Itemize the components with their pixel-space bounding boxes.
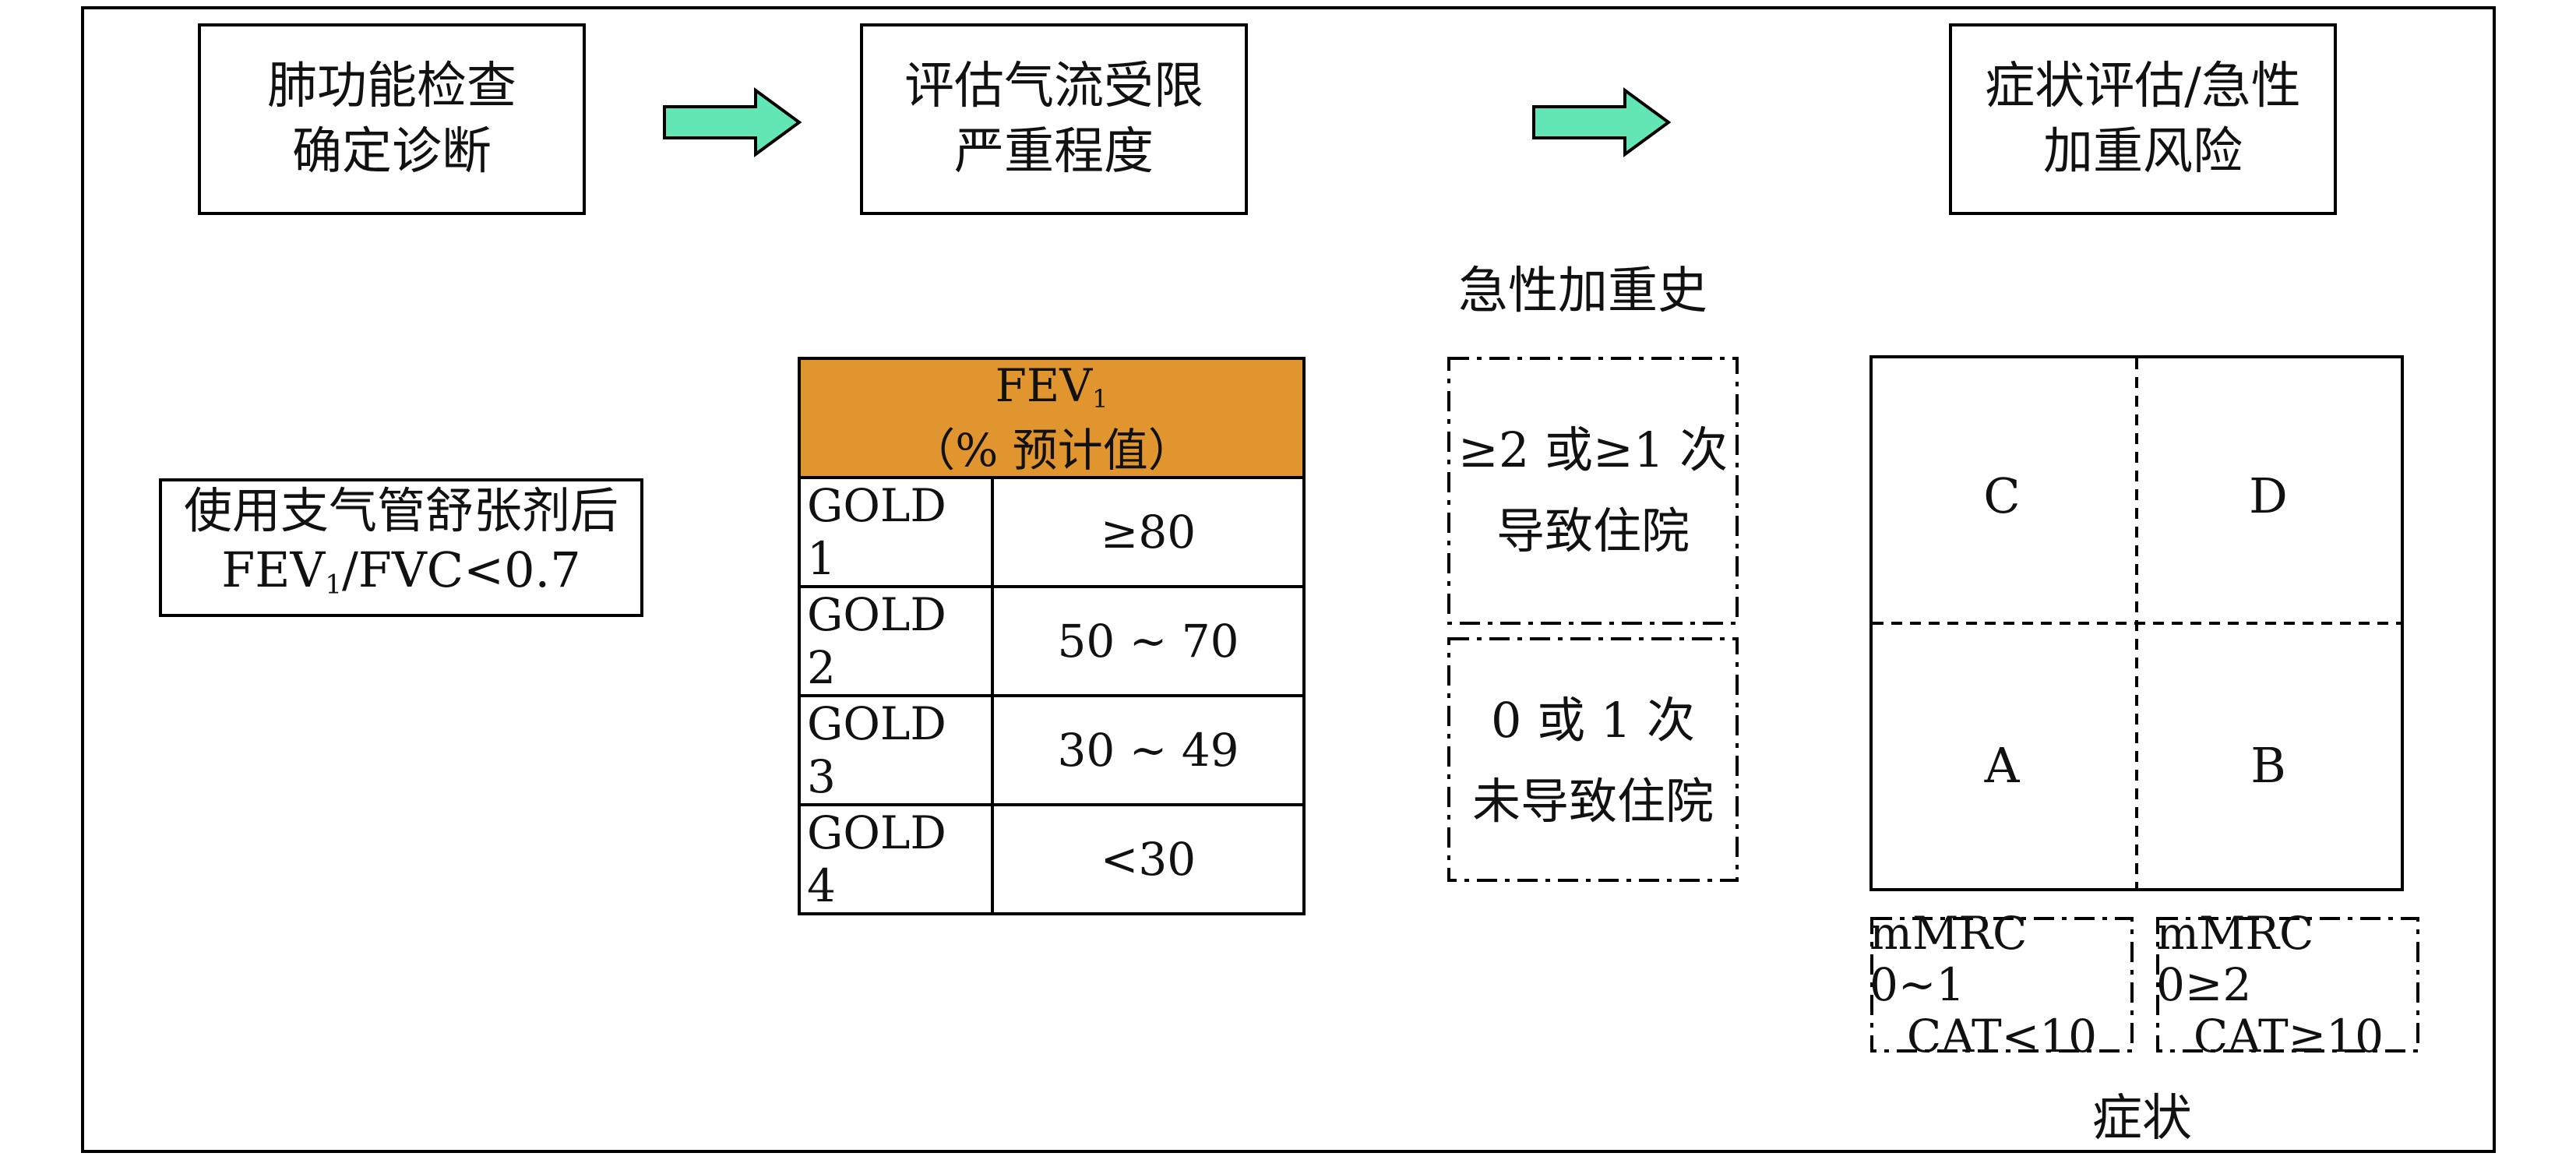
symptom-low: mMRC 0~1 CAT<10 bbox=[1869, 908, 2134, 1062]
table-row: GOLD 4 <30 bbox=[798, 802, 1306, 915]
quadrant-d: D bbox=[2249, 467, 2288, 524]
gold-label: GOLD 1 bbox=[798, 475, 994, 588]
diagnosis-line2: FEV1/FVC<0.7 bbox=[221, 541, 580, 615]
symptom-high-cat: CAT≥10 bbox=[2193, 1010, 2384, 1063]
table-header-row: FEV1 （% 预计值） bbox=[798, 357, 1306, 479]
step-airflow-line1: 评估气流受限 bbox=[904, 58, 1203, 115]
symptom-low-cat: CAT<10 bbox=[1906, 1010, 2098, 1063]
gold-label: GOLD 4 bbox=[798, 802, 994, 915]
gold-value: ≥80 bbox=[991, 475, 1306, 588]
step-symptom-risk-line1: 症状评估/急性 bbox=[1985, 58, 2301, 115]
diagnosis-line1: 使用支气管舒张剂后 bbox=[183, 481, 618, 539]
table-row: GOLD 3 30 ~ 49 bbox=[798, 693, 1306, 806]
exacerbation-history-title: 急性加重史 bbox=[1458, 263, 1707, 320]
table-header-fev: FEV1 bbox=[995, 359, 1108, 414]
table-row: GOLD 2 50 ~ 70 bbox=[798, 584, 1306, 697]
quadrant-b: B bbox=[2250, 737, 2286, 794]
table-header-cell: FEV1 （% 预计值） bbox=[798, 357, 1306, 479]
step-spirometry-line2: 确定诊断 bbox=[292, 123, 492, 181]
gold-label: GOLD 3 bbox=[798, 693, 994, 806]
symptom-low-mmrc: mMRC 0~1 bbox=[1869, 907, 2028, 1011]
diagram-frame bbox=[81, 6, 2496, 1153]
symptom-high: mMRC 0≥2 CAT≥10 bbox=[2156, 908, 2421, 1062]
exacerbation-high-line2: 导致住院 bbox=[1496, 502, 1690, 559]
diagnosis-ratio: /FVC<0.7 bbox=[342, 541, 581, 598]
gold-value: 50 ~ 70 bbox=[991, 584, 1306, 697]
exacerbation-boxes bbox=[1447, 357, 1739, 882]
exacerbation-low-line2: 未导致住院 bbox=[1471, 773, 1714, 830]
gold-value: <30 bbox=[991, 802, 1306, 915]
diagnosis-fev: FEV bbox=[221, 541, 326, 598]
quadrant-c: C bbox=[1983, 467, 2021, 524]
exacerbation-high-risk: ≥2 或≥1 次 导致住院 bbox=[1446, 355, 1740, 626]
gold-value: 30 ~ 49 bbox=[991, 693, 1306, 806]
right-arrow-icon bbox=[663, 87, 802, 157]
symptoms-title: 症状 bbox=[2092, 1090, 2192, 1148]
right-arrow-icon bbox=[1532, 87, 1672, 157]
exacerbation-low-risk: 0 或 1 次 未导致住院 bbox=[1446, 639, 1740, 883]
step-airflow-line2: 严重程度 bbox=[954, 123, 1154, 181]
diagnosis-criteria-box: 使用支气管舒张剂后 FEV1/FVC<0.7 bbox=[159, 478, 643, 617]
gold-grade-table: FEV1 （% 预计值） GOLD 1 ≥80 GOLD 2 50 ~ 70 G… bbox=[798, 357, 1306, 915]
step-spirometry-line1: 肺功能检查 bbox=[267, 58, 516, 115]
exacerbation-high-line1: ≥2 或≥1 次 bbox=[1457, 421, 1728, 478]
step-symptom-risk-line2: 加重风险 bbox=[2043, 123, 2243, 181]
gold-label: GOLD 2 bbox=[798, 584, 994, 697]
step-airflow-box: 评估气流受限 严重程度 bbox=[860, 23, 1248, 215]
symptom-boxes bbox=[1870, 917, 2419, 1052]
step-symptom-risk-box: 症状评估/急性 加重风险 bbox=[1949, 23, 2337, 215]
abcd-grid bbox=[1869, 355, 2404, 891]
table-header-predicted: （% 预计值） bbox=[910, 423, 1193, 477]
diagnosis-fev-subscript: 1 bbox=[325, 569, 343, 601]
quadrant-a: A bbox=[1984, 737, 2020, 794]
table-row: GOLD 1 ≥80 bbox=[798, 475, 1306, 588]
exacerbation-low-line1: 0 或 1 次 bbox=[1490, 692, 1696, 749]
step-spirometry-box: 肺功能检查 确定诊断 bbox=[198, 23, 586, 215]
symptom-high-mmrc: mMRC 0≥2 bbox=[2156, 907, 2314, 1011]
